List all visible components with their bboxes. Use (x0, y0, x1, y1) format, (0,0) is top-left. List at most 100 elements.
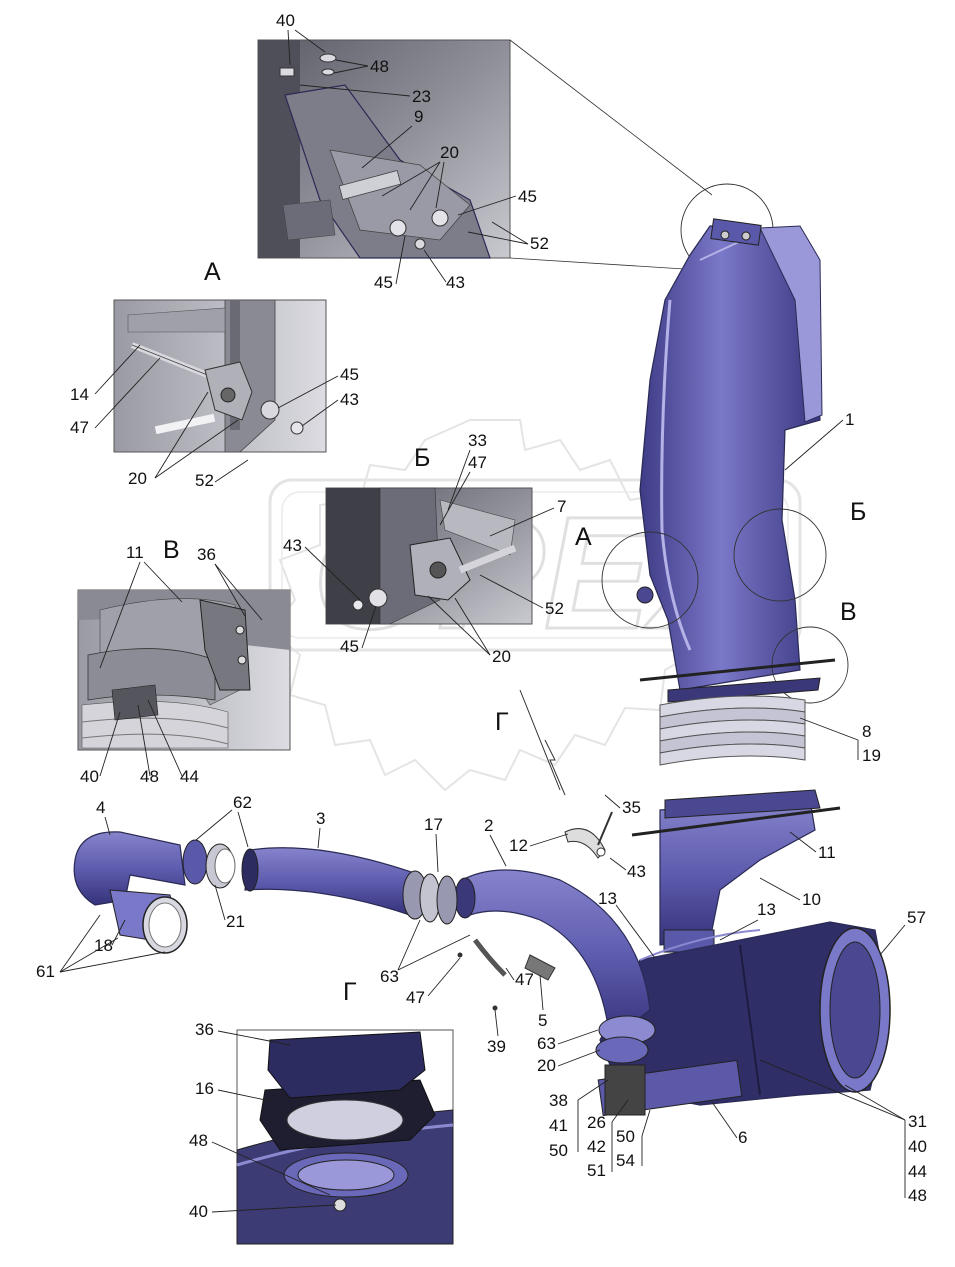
callout-52-top: 52 (530, 234, 549, 253)
callout-43-main: 43 (627, 862, 646, 881)
callout-36-g: 36 (195, 1020, 214, 1039)
callout-48-v: 48 (140, 767, 159, 786)
inset-top-callouts: 40 48 23 9 20 45 52 45 43 (276, 11, 549, 292)
callout-11-main: 11 (818, 843, 836, 862)
callout-16: 16 (195, 1079, 214, 1098)
watermark-frame (268, 478, 802, 652)
callout-17: 17 (424, 815, 443, 834)
callout-44-right: 44 (908, 1162, 927, 1181)
detail-circle-b (733, 508, 827, 602)
callout-40-v: 40 (80, 767, 99, 786)
elbow-part-4 (73, 831, 236, 954)
section-label-g-title: Г (343, 978, 357, 1006)
callout-38: 38 (549, 1091, 568, 1110)
callout-43-top: 43 (446, 273, 465, 292)
callout-12: 12 (509, 836, 528, 855)
callout-45-b: 45 (340, 637, 359, 656)
inset-g-flange (267, 1031, 426, 1099)
callout-14: 14 (70, 385, 89, 404)
callout-52-a: 52 (195, 471, 214, 490)
inset-g-callouts: 36 16 48 40 (189, 1020, 337, 1221)
inset-g: Г (236, 978, 454, 1245)
callout-23: 23 (412, 87, 431, 106)
callout-63-left: 63 (380, 967, 399, 986)
bellows-part-8 (639, 658, 836, 766)
callout-18: 18 (94, 936, 113, 955)
inset-a-washer (260, 400, 280, 420)
callout-50-left: 50 (549, 1141, 568, 1160)
callout-20-b: 20 (492, 647, 511, 666)
callout-7: 7 (557, 497, 566, 516)
coupling-21 (182, 839, 236, 889)
callout-44-v: 44 (180, 767, 199, 786)
air-duct-part-1 (601, 218, 849, 704)
callout-2: 2 (484, 816, 493, 835)
callout-31: 31 (908, 1112, 927, 1131)
pipe-part-3 (241, 847, 458, 925)
section-label-b-main: Б (850, 498, 866, 526)
callout-36-v: 36 (197, 545, 216, 564)
callout-4: 4 (96, 798, 105, 817)
hardware (457, 689, 613, 1011)
callout-62: 62 (233, 793, 252, 812)
callout-63-main: 63 (537, 1034, 556, 1053)
callout-45-a: 45 (340, 365, 359, 384)
callout-9: 9 (414, 107, 423, 126)
inset-b-washer (368, 588, 388, 608)
callout-3: 3 (316, 809, 325, 828)
callout-10: 10 (802, 890, 821, 909)
section-label-a-title: А (204, 258, 221, 286)
callout-26: 26 (587, 1113, 606, 1132)
callout-20-top: 20 (440, 143, 459, 162)
inset-top-detail (257, 39, 511, 259)
lower-duct-part-10 (631, 789, 841, 953)
callout-57: 57 (907, 908, 926, 927)
callout-48-right: 48 (908, 1186, 927, 1205)
elbow-pipe-part-2 (454, 869, 656, 1064)
callout-47-b: 47 (468, 453, 487, 472)
callout-41: 41 (549, 1116, 568, 1135)
inset-top-nut-2 (431, 209, 449, 227)
inset-a: А (113, 258, 327, 453)
callout-20-a: 20 (128, 469, 147, 488)
section-label-b-title: Б (414, 444, 430, 472)
callout-47-a: 47 (70, 418, 89, 437)
section-label-v-main: В (840, 598, 857, 626)
clamp-12 (564, 828, 606, 859)
callout-51: 51 (587, 1161, 606, 1180)
callout-13-right: 13 (757, 900, 776, 919)
air-filter-housing (597, 921, 891, 1117)
section-label-g-main: Г (495, 708, 509, 736)
callout-35: 35 (622, 798, 641, 817)
callout-20-main: 20 (537, 1056, 556, 1075)
callout-40-right: 40 (908, 1137, 927, 1156)
inset-v: В (77, 536, 291, 751)
callout-54: 54 (616, 1151, 635, 1170)
callout-21: 21 (226, 912, 245, 931)
hose-part-18 (109, 889, 188, 954)
callout-48-top: 48 (370, 57, 389, 76)
inset-v-bracket (199, 599, 251, 691)
callout-47-right: 47 (515, 970, 534, 989)
callout-45-top-right: 45 (518, 187, 537, 206)
inset-b-callouts: 33 47 7 43 52 45 20 (283, 431, 566, 666)
callout-43-b: 43 (283, 536, 302, 555)
callout-5: 5 (538, 1011, 547, 1030)
callout-6: 6 (738, 1128, 747, 1147)
callout-42: 42 (587, 1137, 606, 1156)
callout-8: 8 (862, 722, 871, 741)
pipe-clamp-17 (402, 870, 458, 925)
inset-top-nut-1 (389, 219, 407, 237)
watermark-gear-icon (268, 419, 702, 792)
inset-v-callouts: 11 36 40 48 44 (80, 543, 263, 786)
main-callouts: 1 Б А В Г 8 19 4 62 3 17 2 12 35 43 11 1… (36, 410, 927, 1205)
callout-40-g: 40 (189, 1202, 208, 1221)
callout-39: 39 (487, 1037, 506, 1056)
callout-40-top: 40 (276, 11, 295, 30)
callout-13-left: 13 (598, 889, 617, 908)
callout-45-top-bottom: 45 (374, 273, 393, 292)
callout-1: 1 (845, 410, 854, 429)
section-label-v-title: В (163, 536, 180, 564)
inset-a-callouts: 45 43 14 47 20 52 (70, 344, 359, 490)
